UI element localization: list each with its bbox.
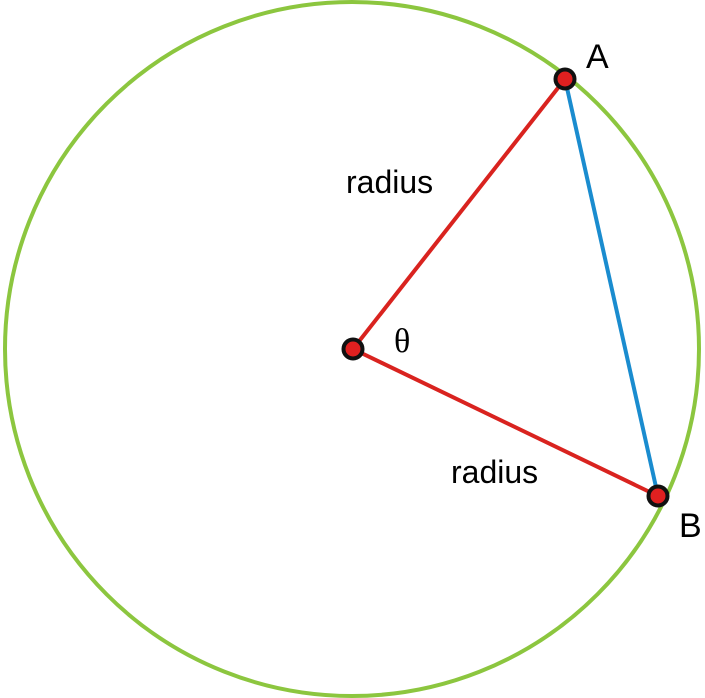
point-b-label: B (679, 507, 702, 545)
radius-line-a (351, 77, 567, 351)
chord-line (563, 78, 660, 497)
angle-theta-label: θ (394, 323, 410, 360)
radius-label-bottom: radius (451, 454, 538, 490)
circle (3, 0, 701, 698)
point-b (646, 484, 670, 508)
point-a (553, 67, 577, 91)
radius-line-b (352, 347, 659, 498)
radius-label-top: radius (346, 164, 433, 200)
point-a-label: A (586, 38, 609, 76)
center-point (341, 337, 365, 361)
